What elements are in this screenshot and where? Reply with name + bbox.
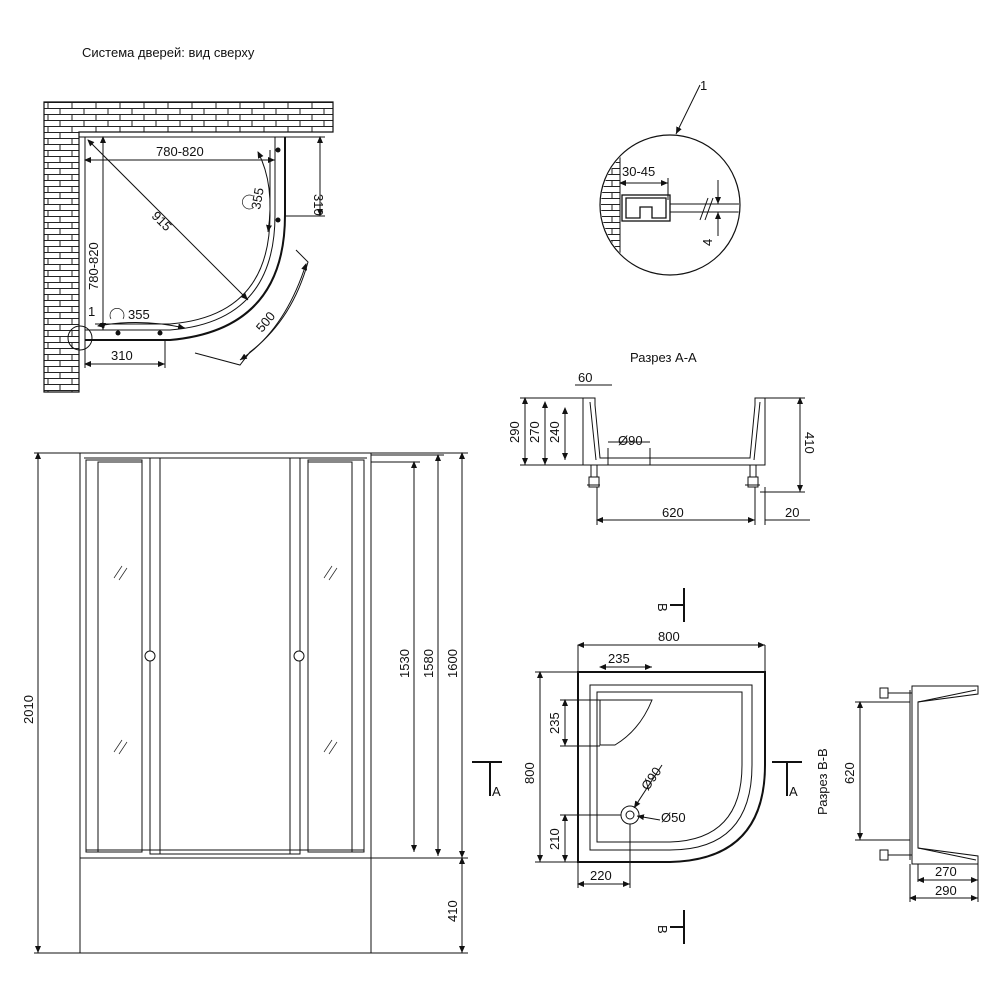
dim-drain-y: 210: [547, 828, 562, 850]
detail-view: 30-45 4 1: [599, 78, 741, 276]
top-view-callout: 1: [88, 304, 95, 319]
dim-drain-aa: Ø90: [618, 433, 643, 448]
dim-top-60: 60: [578, 370, 592, 385]
dim-w-20: 20: [785, 505, 799, 520]
dim-drain-50: Ø50: [661, 810, 686, 825]
section-bb-title: Разрез В-В: [815, 748, 830, 815]
brick-wall: [43, 101, 334, 393]
dim-door-left: 355: [128, 307, 150, 322]
cut-a-left: А: [492, 784, 501, 799]
section-bb: 620 270 290: [842, 685, 979, 902]
tray-plan: 800 235 235 800 210 220 Ø90 Ø50 А А: [472, 588, 802, 944]
dim-bb-620: 620: [842, 762, 857, 784]
dim-seat-height: 235: [547, 712, 562, 734]
dim-h-270: 270: [527, 421, 542, 443]
dim-h-410: 410: [802, 432, 817, 454]
section-aa: Ø90 60 290 270 240 410 620 20: [507, 370, 817, 525]
dim-door-top: 355: [248, 187, 267, 211]
dim-w-620: 620: [662, 505, 684, 520]
top-view: 915 780-820 780-820 310 310 355 355 500 …: [43, 101, 334, 393]
top-view-title: Система дверей: вид сверху: [82, 45, 255, 60]
dim-drain-x: 220: [590, 868, 612, 883]
dim-h-240: 240: [547, 421, 562, 443]
dim-opening: 500: [253, 309, 278, 335]
dim-tray-depth: 800: [522, 762, 537, 784]
dim-total-height: 2010: [21, 695, 36, 724]
section-aa-title: Разрез А-А: [630, 350, 697, 365]
dim-panel-1600: 1600: [445, 649, 460, 678]
cut-a-right: А: [789, 784, 798, 799]
dim-side-bottom: 310: [111, 348, 133, 363]
dim-glass: 4: [700, 239, 715, 246]
dim-h-290: 290: [507, 421, 522, 443]
cut-b-top: В: [655, 603, 670, 612]
dim-gap: 30-45: [622, 164, 655, 179]
front-view: 2010 1530 1580 1600 410: [21, 452, 468, 954]
dim-tray-height: 410: [445, 900, 460, 922]
dim-bb-270: 270: [935, 864, 957, 879]
dim-panel-1580: 1580: [421, 649, 436, 678]
dim-diagonal: 915: [149, 208, 175, 234]
cut-b-bottom: В: [655, 925, 670, 934]
dim-depth: 780-820: [86, 242, 101, 290]
dim-seat-width: 235: [608, 651, 630, 666]
dim-panel-1530: 1530: [397, 649, 412, 678]
detail-callout: 1: [700, 78, 707, 93]
dim-bb-290: 290: [935, 883, 957, 898]
dim-drain-90: Ø90: [638, 764, 664, 793]
dim-side-right: 310: [311, 194, 326, 216]
dim-width: 780-820: [156, 144, 204, 159]
dim-tray-width: 800: [658, 629, 680, 644]
